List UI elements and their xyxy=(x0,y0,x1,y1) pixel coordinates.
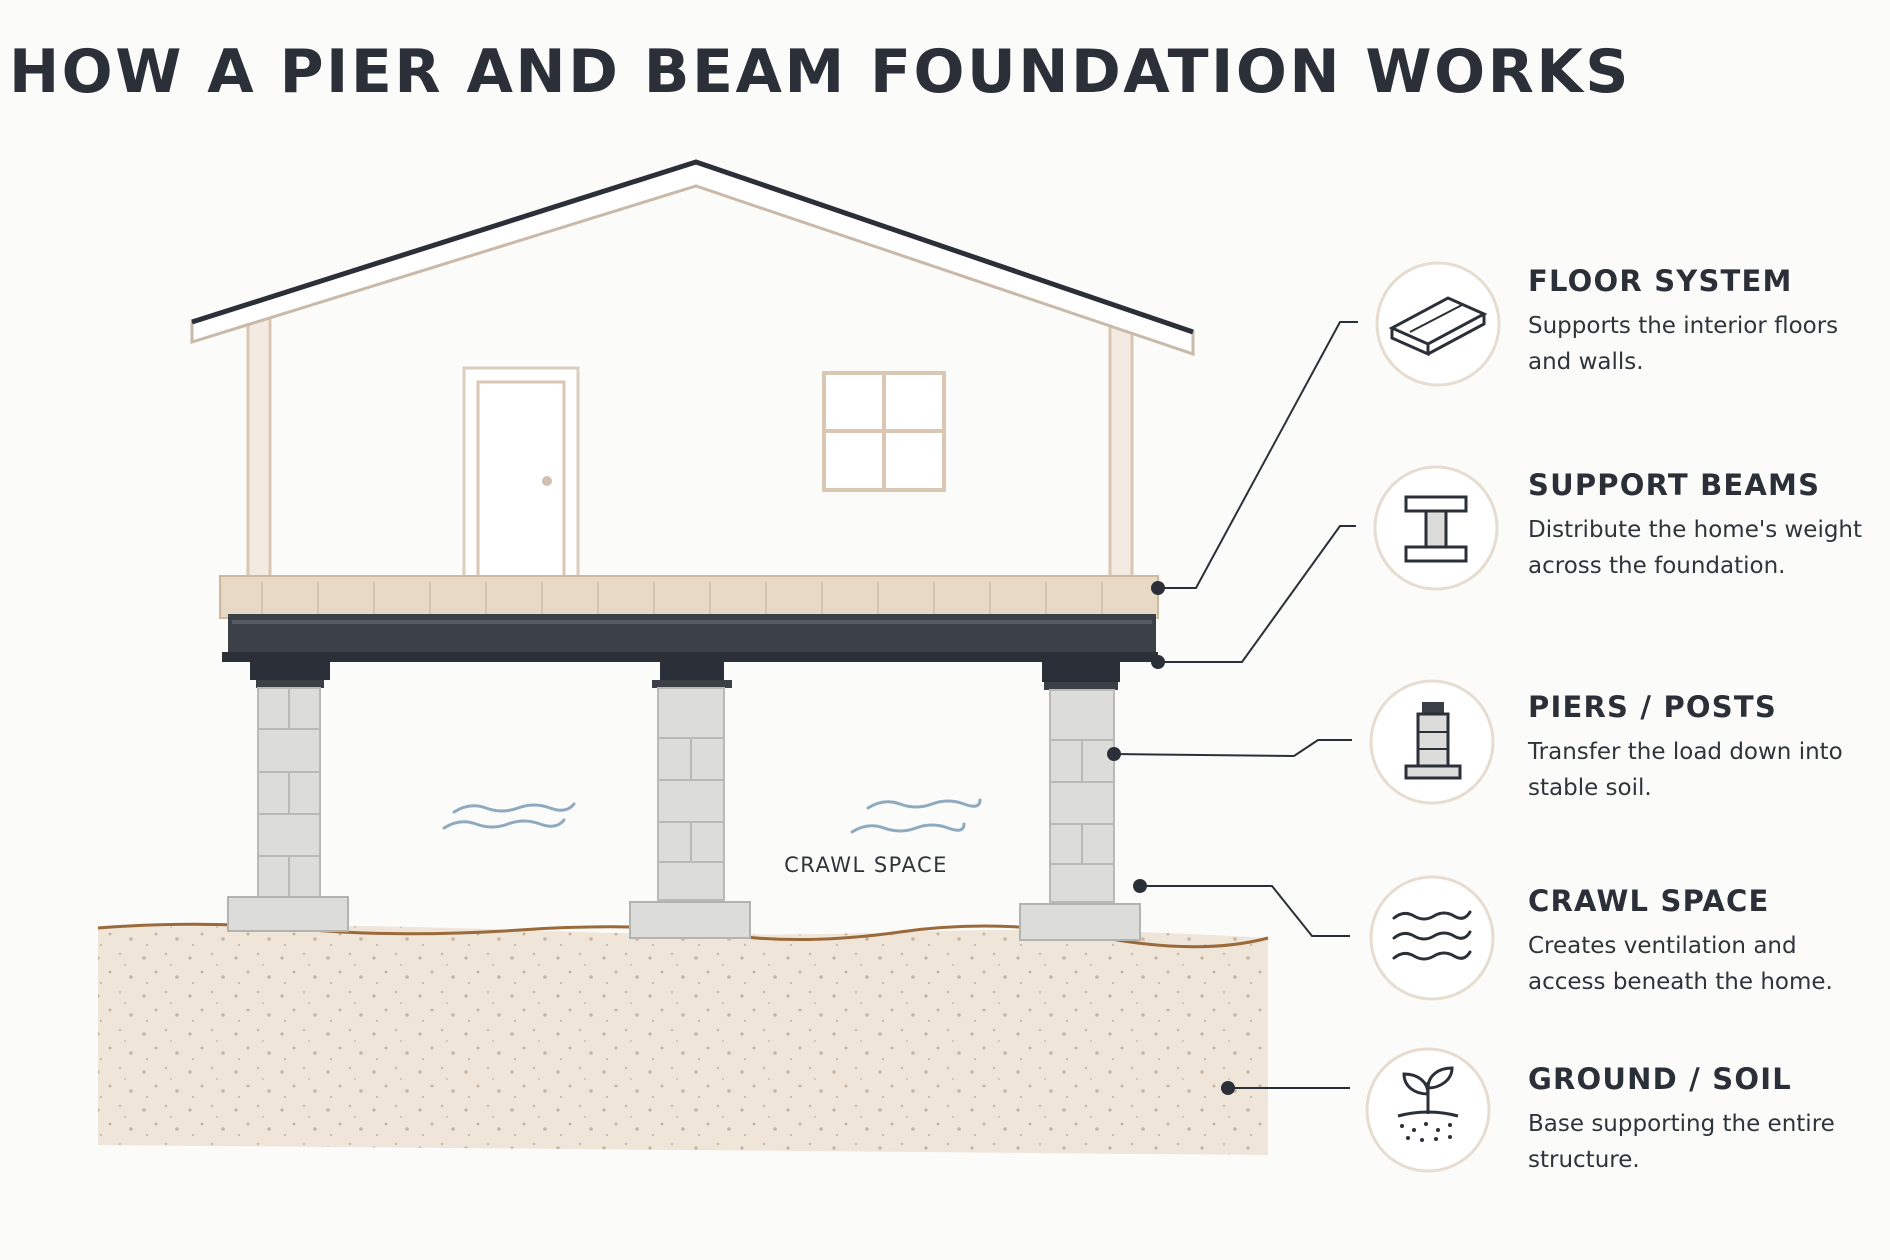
crawl-space-label: CRAWL SPACE xyxy=(784,853,948,877)
leader-lines xyxy=(1113,321,1358,1089)
legend-title: GROUND / SOIL xyxy=(1528,1062,1792,1096)
legend-title: CRAWL SPACE xyxy=(1528,884,1770,918)
door xyxy=(462,366,580,580)
i-beam-icon xyxy=(1373,465,1499,591)
pier-post-icon xyxy=(1369,679,1495,805)
sprout-soil-icon xyxy=(1365,1047,1491,1173)
house xyxy=(190,159,1195,580)
legend-floor-system: FLOOR SYSTEM Supports the interior floor… xyxy=(1528,264,1868,380)
legend-title: FLOOR SYSTEM xyxy=(1528,264,1793,298)
pier-left xyxy=(227,660,349,932)
left-wall-post xyxy=(246,316,272,580)
support-beam xyxy=(222,614,1158,662)
pier-right xyxy=(1019,660,1141,941)
page-title: HOW A PIER AND BEAM FOUNDATION WORKS xyxy=(9,37,1631,107)
legend-crawl-space: CRAWL SPACE Creates ventilation and acce… xyxy=(1528,884,1868,1000)
window xyxy=(822,371,946,492)
floor-deck xyxy=(219,575,1159,619)
legend-ground-soil: GROUND / SOIL Base supporting the entire… xyxy=(1528,1062,1868,1178)
right-wall-post xyxy=(1108,324,1134,580)
ground-soil xyxy=(97,922,1269,1155)
legend-description: Creates ventilation and access beneath t… xyxy=(1528,933,1833,995)
roof xyxy=(190,160,1195,357)
legend-title: SUPPORT BEAMS xyxy=(1528,468,1821,502)
floor-board-icon xyxy=(1375,261,1501,387)
crawl-space-waves xyxy=(442,798,982,834)
legend-description: Transfer the load down into stable soil. xyxy=(1528,739,1843,801)
legend-description: Supports the interior floors and walls. xyxy=(1528,313,1839,375)
wave-lines-icon xyxy=(1369,875,1495,1001)
legend-title: PIERS / POSTS xyxy=(1528,690,1777,724)
pier-middle xyxy=(629,660,751,939)
leader-dots xyxy=(1107,581,1235,1095)
legend-description: Base supporting the entire structure. xyxy=(1528,1111,1835,1173)
legend-piers-posts: PIERS / POSTS Transfer the load down int… xyxy=(1528,690,1868,806)
legend-description: Distribute the home's weight across the … xyxy=(1528,517,1863,579)
legend-support-beams: SUPPORT BEAMS Distribute the home's weig… xyxy=(1528,468,1868,584)
